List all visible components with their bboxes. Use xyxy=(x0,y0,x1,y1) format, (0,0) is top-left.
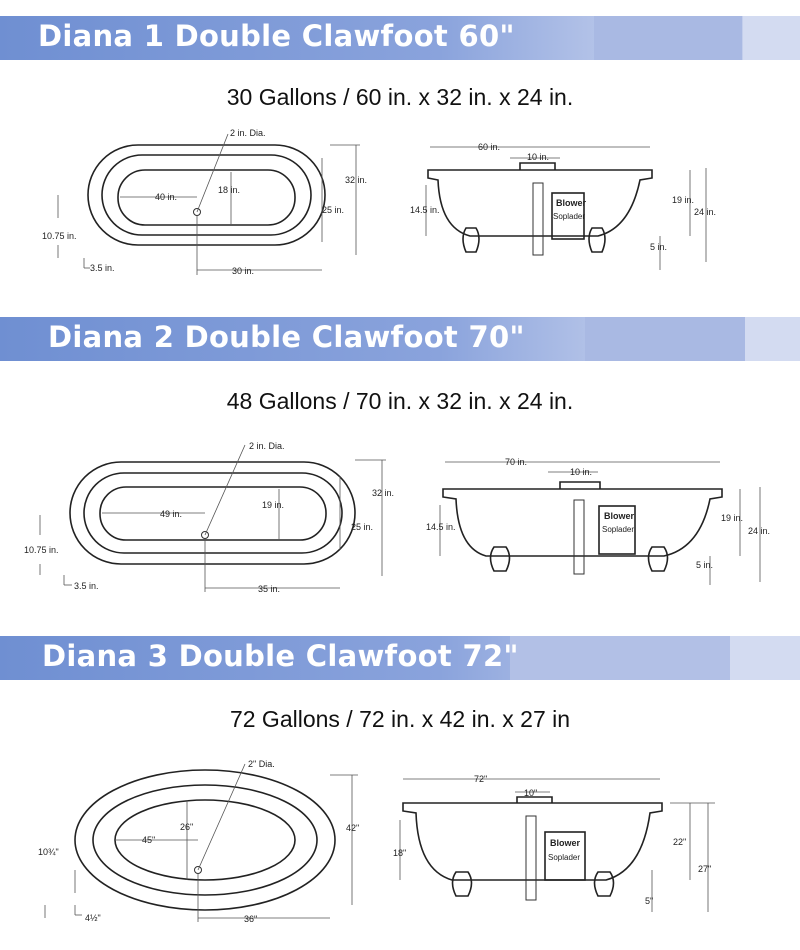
faucet-span-label: 10 in. xyxy=(527,152,549,162)
rim-height-label: 19 in. xyxy=(721,513,743,523)
section-3-spec: 72 Gallons / 72 in. x 42 in. x 27 in xyxy=(229,706,571,732)
foot-height-label: 5 in. xyxy=(650,242,667,252)
drain-offset-end-label: 3.5 in. xyxy=(74,581,99,591)
length-label: 70 in. xyxy=(505,457,527,467)
drain-height-label: 14.5 in. xyxy=(426,522,456,532)
inner-width-label: 18 in. xyxy=(218,185,240,195)
drain-center-label: 36" xyxy=(244,914,257,924)
drain-offset-end-label: 4½" xyxy=(85,913,101,923)
section-1-diagram: 2 in. Dia. 40 in. 18 in. 25 in. 32 in. 1… xyxy=(42,128,716,276)
blower-brand-label: Soplader xyxy=(548,853,580,862)
length-label: 72" xyxy=(474,774,487,784)
rim-height-label: 22" xyxy=(673,837,686,847)
depth-label: 25 in. xyxy=(351,522,373,532)
drain-offset-end-label: 3.5 in. xyxy=(90,263,115,273)
width-label: 32 in. xyxy=(372,488,394,498)
inner-length-label: 40 in. xyxy=(155,192,177,202)
depth-label: 25 in. xyxy=(322,205,344,215)
drain-height-label: 14.5 in. xyxy=(410,205,440,215)
drain-icon xyxy=(201,531,209,539)
width-label: 42" xyxy=(346,823,359,833)
faucet-span-label: 10 in. xyxy=(570,467,592,477)
drain-dia-label: 2 in. Dia. xyxy=(230,128,266,138)
total-height-label: 24 in. xyxy=(694,207,716,217)
faucet-span-label: 10" xyxy=(524,788,537,798)
side-view-2: 70 in. 10 in. Blower Soplader 14.5 in. 1… xyxy=(426,457,770,585)
blower-label: Blower xyxy=(556,198,587,208)
blower-label: Blower xyxy=(604,511,635,521)
foot-height-label: 5 in. xyxy=(696,560,713,570)
top-view-2: 2 in. Dia. 49 in. 19 in. 25 in. 32 in. 1… xyxy=(24,441,394,594)
drain-center-label: 35 in. xyxy=(258,584,280,594)
inner-length-label: 45" xyxy=(142,835,155,845)
section-3-header: Diana 3 Double Clawfoot 72" xyxy=(0,636,800,680)
header-stripe xyxy=(745,317,800,361)
drain-dia-label: 2 in. Dia. xyxy=(249,441,285,451)
side-view-1: 60 in. 10 in. Blower Soplader 14.5 in. 1… xyxy=(410,142,716,270)
section-2-spec: 48 Gallons / 70 in. x 32 in. x 24 in. xyxy=(226,388,574,414)
header-stripe xyxy=(585,317,745,361)
drain-offset-side-label: 10¾" xyxy=(38,847,59,857)
top-view-1: 2 in. Dia. 40 in. 18 in. 25 in. 32 in. 1… xyxy=(42,128,367,276)
blower-brand-label: Soplader xyxy=(553,212,585,221)
drain-icon xyxy=(193,208,201,216)
foot-height-label: 5" xyxy=(645,896,653,906)
inner-width-label: 19 in. xyxy=(262,500,284,510)
section-1-header: Diana 1 Double Clawfoot 60" xyxy=(0,16,800,60)
header-stripe xyxy=(743,16,800,60)
side-view-3: 72" 10" Blower Soplader 18" 22" 27" 5" xyxy=(393,774,715,912)
section-2-title: Diana 2 Double Clawfoot 70" xyxy=(48,320,525,354)
inner-width-label: 26" xyxy=(180,822,193,832)
section-1-spec: 30 Gallons / 60 in. x 32 in. x 24 in. xyxy=(226,84,574,110)
drain-height-label: 18" xyxy=(393,848,406,858)
section-2-diagram: 2 in. Dia. 49 in. 19 in. 25 in. 32 in. 1… xyxy=(24,441,770,594)
total-height-label: 27" xyxy=(698,864,711,874)
top-view-3: 2" Dia. 45" 26" 42" 10¾" 4½" 36" xyxy=(38,759,359,924)
header-stripe xyxy=(510,636,730,680)
drain-dia-label: 2" Dia. xyxy=(248,759,275,769)
section-1-title: Diana 1 Double Clawfoot 60" xyxy=(38,19,515,53)
length-label: 60 in. xyxy=(478,142,500,152)
header-stripe xyxy=(594,16,742,60)
rim-height-label: 19 in. xyxy=(672,195,694,205)
inner-length-label: 49 in. xyxy=(160,509,182,519)
blower-brand-label: Soplader xyxy=(602,525,634,534)
section-3-diagram: 2" Dia. 45" 26" 42" 10¾" 4½" 36" 72" 10"… xyxy=(38,759,715,924)
drain-offset-side-label: 10.75 in. xyxy=(24,545,59,555)
width-label: 32 in. xyxy=(345,175,367,185)
section-3-title: Diana 3 Double Clawfoot 72" xyxy=(42,639,519,673)
drain-offset-side-label: 10.75 in. xyxy=(42,231,77,241)
section-2-header: Diana 2 Double Clawfoot 70" xyxy=(0,317,800,361)
drain-center-label: 30 in. xyxy=(232,266,254,276)
header-stripe xyxy=(730,636,800,680)
blower-label: Blower xyxy=(550,838,581,848)
drain-icon xyxy=(194,866,202,874)
total-height-label: 24 in. xyxy=(748,526,770,536)
